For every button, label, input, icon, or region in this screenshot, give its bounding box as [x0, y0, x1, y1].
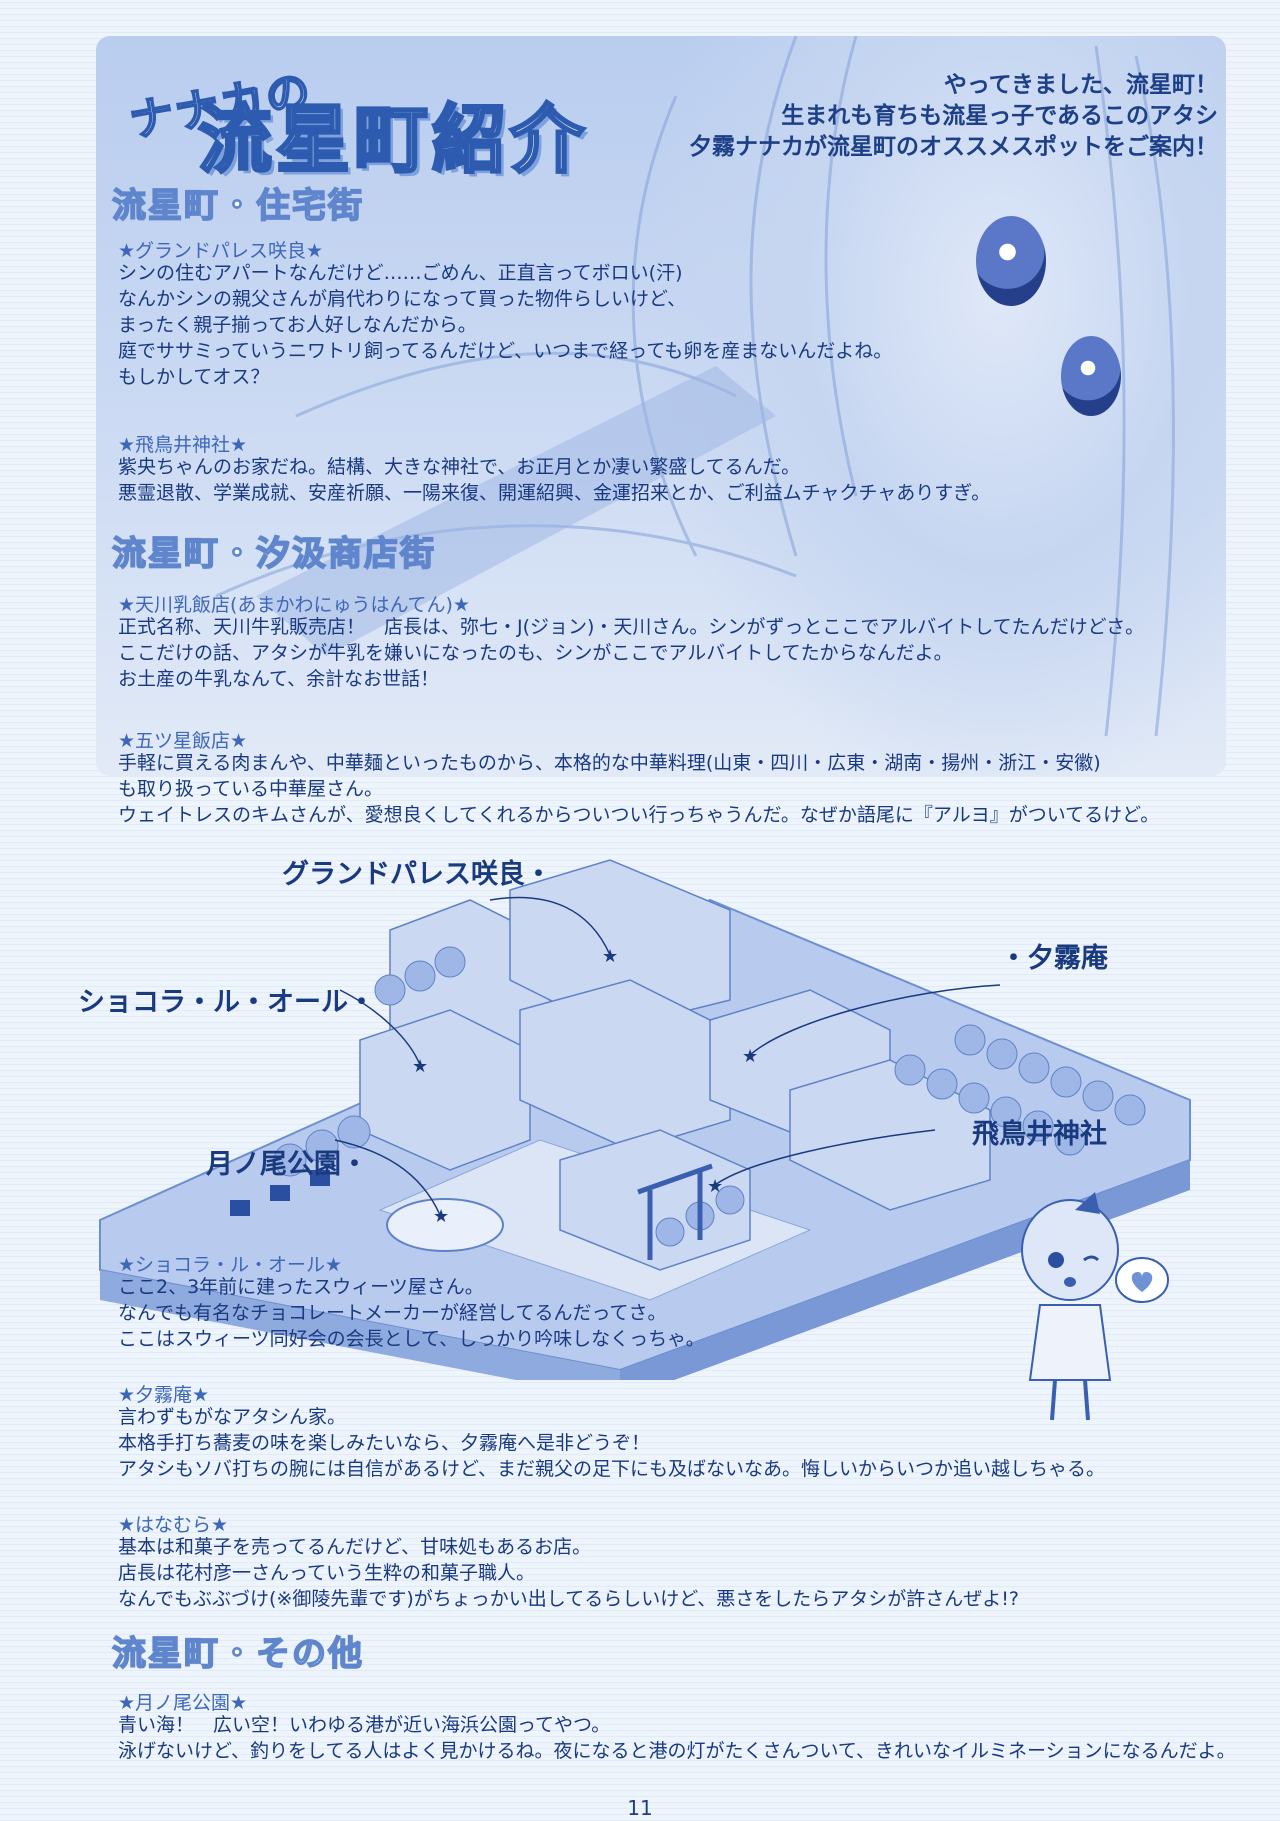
- intro-line: やってきました、流星町！: [943, 72, 1218, 98]
- section-heading-other: 流星町・その他: [111, 1633, 364, 1675]
- page-title: 流星町紹介: [197, 96, 588, 185]
- map-label-yugiri-an: ・夕霧庵: [1000, 943, 1108, 974]
- item-body-tsukinoo: 青い海！ 広い空！いわゆる港が近い海浜公園ってやつ。 泳げないけど、釣りをしてる…: [118, 1712, 1236, 1764]
- chibi-character: [1021, 1192, 1169, 1421]
- item-body-grand-palace: シンの住むアパートなんだけど……ごめん、正直言ってボロい(汗) なんかシンの親父…: [118, 260, 892, 390]
- map-label-grand-palace: グランドパレス咲良・: [282, 859, 552, 890]
- text-line: 青い海！ 広い空！いわゆる港が近い海浜公園ってやつ。: [118, 1714, 611, 1736]
- map-trees: [273, 946, 1146, 1247]
- map-park: [230, 1170, 504, 1252]
- star-marker: ★: [433, 1206, 449, 1227]
- item-body-itsutsuboshi: 手軽に買える肉まんや、中華麺といったものから、本格的な中華料理(山東・四川・広東…: [118, 750, 1159, 828]
- section-heading-shopping: 流星町・汐汲商店街: [111, 533, 436, 575]
- character-eye: [1061, 336, 1121, 416]
- text-line: 泳げないけど、釣りをしてる人はよく見かけるね。夜になると港の灯がたくさんついて、…: [118, 1740, 1236, 1762]
- text-line: 基本は和菓子を売ってるんだけど、甘味処もあるお店。: [118, 1536, 592, 1558]
- intro-line: 生まれも育ちも流星っ子であるこのアタシ: [781, 103, 1218, 129]
- text-line: 本格手打ち蕎麦の味を楽しみたいなら、夕霧庵へ是非どうぞ！: [118, 1432, 651, 1454]
- text-line: 悪霊退散、学業成就、安産祈願、一陽来復、開運紹興、金運招来とか、ご利益ムチャクチ…: [118, 482, 991, 504]
- item-body-asukai: 紫央ちゃんのお家だね。結構、大きな神社で、お正月とか凄い繁盛してるんだ。 悪霊退…: [118, 454, 990, 506]
- text-line: まったく親子揃ってお人好しなんだから。: [118, 314, 477, 336]
- text-line: もしかしてオス？: [118, 366, 270, 388]
- map-label-chocola: ショコラ・ル・オール・: [78, 987, 375, 1018]
- text-line: ウェイトレスのキムさんが、愛想良くしてくれるからついつい行っちゃうんだ。なぜか語…: [118, 804, 1160, 826]
- town-map: ★ ★ ★ ★ ★: [99, 859, 1191, 1380]
- map-pointers: [334, 896, 1001, 1216]
- item-title-hanamura: ★はなむら★: [118, 1514, 229, 1536]
- item-body-amakawa: 正式名称、天川牛乳販売店！ 店長は、弥七・J(ジョン)・天川さん。シンがずっとこ…: [118, 614, 1144, 692]
- text-line: 言わずもがなアタシん家。: [118, 1406, 347, 1428]
- text-line: 庭でササミっていうニワトリ飼ってるんだけど、いつまで経っても卵を産まないんだよね…: [118, 340, 893, 362]
- text-line: お土産の牛乳なんて、余計なお世話！: [118, 668, 440, 690]
- item-body-yugiri-an: 言わずもがなアタシん家。 本格手打ち蕎麦の味を楽しみたいなら、夕霧庵へ是非どうぞ…: [118, 1404, 1105, 1482]
- map-label-tsukinoo: 月ノ尾公園・: [206, 1149, 368, 1180]
- item-title-itsutsuboshi: ★五ツ星飯店★: [118, 730, 248, 752]
- item-body-hanamura: 基本は和菓子を売ってるんだけど、甘味処もあるお店。 店長は花村彦一さんっていう生…: [118, 1534, 1019, 1612]
- item-title-amakawa: ★天川乳飯店(あまかわにゅうはんてん)★: [118, 594, 470, 616]
- intro-text: やってきました、流星町！ 生まれも育ちも流星っ子であるこのアタシ 夕霧ナナカが流…: [618, 70, 1218, 163]
- star-marker: ★: [602, 946, 618, 967]
- text-line: ここだけの話、アタシが牛乳を嫌いになったのも、シンがここでアルバイトしてたからな…: [118, 642, 953, 664]
- item-body-chocola: ここ2、3年前に建ったスウィーツ屋さん。 なんでも有名なチョコレートメーカーが経…: [118, 1274, 705, 1352]
- star-marker: ★: [412, 1056, 428, 1077]
- intro-line: 夕霧ナナカが流星町のオススメスポットをご案内！: [689, 134, 1218, 160]
- section-heading-residential: 流星町・住宅街: [111, 185, 364, 227]
- text-line: 正式名称、天川牛乳販売店！ 店長は、弥七・J(ジョン)・天川さん。シンがずっとこ…: [118, 616, 1145, 638]
- hero-illustration: [96, 36, 1226, 776]
- heart-icon: [1131, 1272, 1153, 1292]
- item-title-tsukinoo: ★月ノ尾公園★: [118, 1692, 248, 1714]
- text-line: シンの住むアパートなんだけど……ごめん、正直言ってボロい(汗): [118, 262, 683, 284]
- hair-strokes: [215, 36, 1175, 737]
- star-marker: ★: [742, 1046, 758, 1067]
- item-title-chocola: ★ショコラ・ル・オール★: [118, 1254, 343, 1276]
- map-star-markers: ★ ★ ★ ★ ★: [412, 946, 758, 1227]
- page-number: 11: [627, 1796, 653, 1820]
- star-marker: ★: [707, 1176, 723, 1197]
- text-line: 手軽に買える肉まんや、中華麺といったものから、本格的な中華料理(山東・四川・広東…: [118, 752, 1101, 774]
- map-torii: [637, 1163, 713, 1260]
- text-line: 紫央ちゃんのお家だね。結構、大きな神社で、お正月とか凄い繁盛してるんだ。: [118, 456, 801, 478]
- text-line: 店長は花村彦一さんっていう生粋の和菓子職人。: [118, 1562, 536, 1584]
- text-line: なんかシンの親父さんが肩代わりになって買った物件らしいけど、: [118, 288, 687, 310]
- text-line: ここはスウィーツ同好会の会長として、しっかり吟味しなくっちゃ。: [118, 1328, 705, 1350]
- item-title-asukai: ★飛鳥井神社★: [118, 434, 248, 456]
- text-line: なんでも有名なチョコレートメーカーが経営してるんだってさ。: [118, 1302, 667, 1324]
- item-title-grand-palace: ★グランドパレス咲良★: [118, 240, 324, 262]
- text-line: も取り扱っている中華屋さん。: [118, 778, 384, 800]
- text-line: ここ2、3年前に建ったスウィーツ屋さん。: [118, 1276, 484, 1298]
- character-eye: [976, 216, 1046, 306]
- text-line: アタシもソバ打ちの腕には自信があるけど、まだ親父の足下にも及ばないなあ。悔しいか…: [118, 1458, 1106, 1480]
- text-line: なんでもぶぶづけ(※御陵先輩です)がちょっかい出してるらしいけど、悪さをしたらア…: [118, 1588, 1019, 1610]
- item-title-yugiri-an: ★夕霧庵★: [118, 1384, 210, 1406]
- map-label-asukai: 飛鳥井神社: [972, 1119, 1107, 1150]
